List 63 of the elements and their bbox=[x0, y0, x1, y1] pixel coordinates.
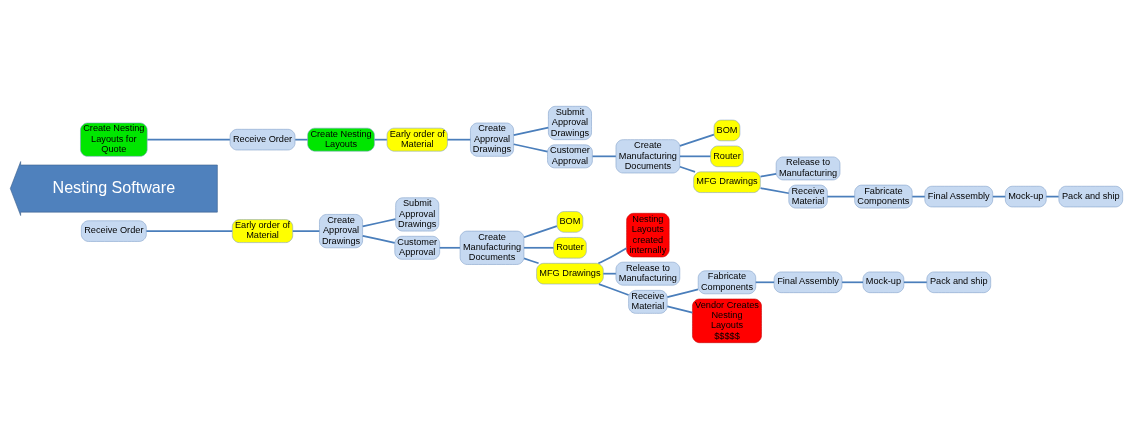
node-box: Pack and ship bbox=[926, 271, 991, 293]
node-box: Release to Manufacturing bbox=[775, 156, 841, 180]
connector bbox=[759, 186, 790, 194]
connector bbox=[523, 257, 540, 264]
node-box: Fabricate Components bbox=[697, 270, 756, 294]
node-box: Create Manufacturing Documents bbox=[459, 230, 525, 265]
node-box: Customer Approval bbox=[394, 235, 440, 260]
connector bbox=[679, 154, 712, 157]
node-box: MFG Drawings bbox=[536, 262, 604, 284]
node-box: MFG Drawings bbox=[693, 171, 761, 193]
connector bbox=[146, 138, 231, 141]
connector bbox=[291, 229, 321, 232]
node-box: Create Approval Drawings bbox=[470, 122, 514, 157]
node-box: BOM bbox=[713, 119, 741, 141]
node-box: Mock-up bbox=[862, 271, 905, 293]
node-box: Create Approval Drawings bbox=[319, 213, 363, 248]
connector bbox=[903, 280, 928, 283]
node-box: Release to Manufacturing bbox=[615, 261, 681, 285]
node-box: Early order of Material bbox=[232, 218, 293, 243]
connector bbox=[361, 234, 396, 244]
connector bbox=[438, 246, 461, 249]
node-box: BOM bbox=[556, 210, 584, 233]
connector bbox=[512, 142, 549, 152]
node-box: Receive Material bbox=[788, 184, 828, 208]
connector bbox=[679, 133, 715, 147]
node-box: Customer Approval bbox=[547, 144, 593, 168]
node-box: Submit Approval Drawings bbox=[548, 105, 592, 140]
node-box: Fabricate Components bbox=[854, 184, 913, 208]
node-box: Submit Approval Drawings bbox=[395, 196, 440, 231]
connector bbox=[754, 280, 775, 283]
connector bbox=[591, 154, 617, 157]
node-box: Create Nesting Layouts bbox=[307, 127, 375, 151]
node-box: Receive Order bbox=[229, 128, 296, 150]
node-box: Receive Order bbox=[81, 219, 147, 242]
node-box: Router bbox=[553, 236, 587, 258]
node-box: Create Nesting Layouts for Quote bbox=[80, 122, 148, 157]
connector bbox=[841, 280, 864, 283]
node-box: Router bbox=[710, 145, 744, 167]
connector bbox=[446, 138, 472, 141]
connector bbox=[759, 172, 777, 177]
connector bbox=[145, 229, 234, 232]
connector bbox=[598, 282, 630, 296]
connector bbox=[361, 217, 397, 227]
node-box: Mock-up bbox=[1005, 185, 1047, 207]
connector bbox=[523, 246, 555, 249]
connector bbox=[373, 138, 388, 141]
connector bbox=[597, 247, 628, 264]
connector bbox=[602, 272, 617, 275]
node-box: Vendor Creates Nesting Layouts $$$$$ bbox=[692, 298, 762, 343]
node-box: Nesting Layouts created internally bbox=[626, 212, 670, 257]
connector bbox=[826, 195, 856, 197]
connector bbox=[666, 288, 699, 298]
node-box: Receive Material bbox=[628, 289, 668, 314]
connector bbox=[523, 224, 558, 238]
node-box: Final Assembly bbox=[773, 271, 843, 293]
node-box: Pack and ship bbox=[1058, 185, 1123, 207]
node-box: Create Manufacturing Documents bbox=[615, 138, 681, 173]
connector bbox=[679, 165, 696, 173]
node-box: Final Assembly bbox=[924, 185, 993, 207]
connector bbox=[666, 305, 694, 313]
connector bbox=[294, 138, 309, 141]
node-box: Early order of Material bbox=[386, 127, 448, 151]
connector bbox=[512, 126, 550, 136]
